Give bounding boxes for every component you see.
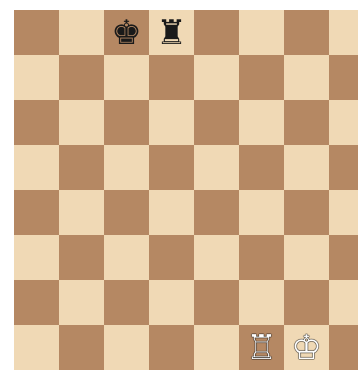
square-b4[interactable] <box>59 190 104 235</box>
square-a3[interactable] <box>14 235 59 280</box>
square-g4[interactable] <box>284 190 329 235</box>
square-b1[interactable] <box>59 325 104 370</box>
square-g3[interactable] <box>284 235 329 280</box>
square-b7[interactable] <box>59 55 104 100</box>
square-f7[interactable] <box>239 55 284 100</box>
square-a4[interactable] <box>14 190 59 235</box>
square-h4[interactable] <box>329 190 358 235</box>
square-e2[interactable] <box>194 280 239 325</box>
chess-board: ♚ ♜ ♖ ♔ <box>14 10 358 370</box>
square-b8[interactable] <box>59 10 104 55</box>
square-d5[interactable] <box>149 145 194 190</box>
square-c1[interactable] <box>104 325 149 370</box>
square-d4[interactable] <box>149 190 194 235</box>
square-c6[interactable] <box>104 100 149 145</box>
square-b6[interactable] <box>59 100 104 145</box>
square-d7[interactable] <box>149 55 194 100</box>
square-d2[interactable] <box>149 280 194 325</box>
square-h1[interactable] <box>329 325 358 370</box>
square-e8[interactable] <box>194 10 239 55</box>
square-c5[interactable] <box>104 145 149 190</box>
square-b2[interactable] <box>59 280 104 325</box>
square-c4[interactable] <box>104 190 149 235</box>
square-c8[interactable]: ♚ <box>104 10 149 55</box>
square-c2[interactable] <box>104 280 149 325</box>
square-a1[interactable] <box>14 325 59 370</box>
square-e3[interactable] <box>194 235 239 280</box>
square-a2[interactable] <box>14 280 59 325</box>
square-f4[interactable] <box>239 190 284 235</box>
square-d8[interactable]: ♜ <box>149 10 194 55</box>
square-e7[interactable] <box>194 55 239 100</box>
square-f2[interactable] <box>239 280 284 325</box>
square-a8[interactable] <box>14 10 59 55</box>
square-g7[interactable] <box>284 55 329 100</box>
square-h6[interactable] <box>329 100 358 145</box>
square-c7[interactable] <box>104 55 149 100</box>
black-king-icon[interactable]: ♚ <box>111 16 141 50</box>
square-g1[interactable]: ♔ <box>284 325 329 370</box>
square-e6[interactable] <box>194 100 239 145</box>
square-f8[interactable] <box>239 10 284 55</box>
square-h7[interactable] <box>329 55 358 100</box>
square-c3[interactable] <box>104 235 149 280</box>
square-e1[interactable] <box>194 325 239 370</box>
square-a7[interactable] <box>14 55 59 100</box>
square-b5[interactable] <box>59 145 104 190</box>
square-a6[interactable] <box>14 100 59 145</box>
white-rook-icon[interactable]: ♖ <box>246 331 276 365</box>
square-g5[interactable] <box>284 145 329 190</box>
square-a5[interactable] <box>14 145 59 190</box>
square-e5[interactable] <box>194 145 239 190</box>
square-d6[interactable] <box>149 100 194 145</box>
square-e4[interactable] <box>194 190 239 235</box>
square-h8[interactable] <box>329 10 358 55</box>
square-g6[interactable] <box>284 100 329 145</box>
square-d3[interactable] <box>149 235 194 280</box>
square-f5[interactable] <box>239 145 284 190</box>
square-f1[interactable]: ♖ <box>239 325 284 370</box>
white-king-icon[interactable]: ♔ <box>291 331 321 365</box>
square-g8[interactable] <box>284 10 329 55</box>
square-g2[interactable] <box>284 280 329 325</box>
square-f3[interactable] <box>239 235 284 280</box>
black-rook-icon[interactable]: ♜ <box>156 16 186 50</box>
square-h2[interactable] <box>329 280 358 325</box>
square-h3[interactable] <box>329 235 358 280</box>
square-f6[interactable] <box>239 100 284 145</box>
square-d1[interactable] <box>149 325 194 370</box>
square-h5[interactable] <box>329 145 358 190</box>
square-b3[interactable] <box>59 235 104 280</box>
